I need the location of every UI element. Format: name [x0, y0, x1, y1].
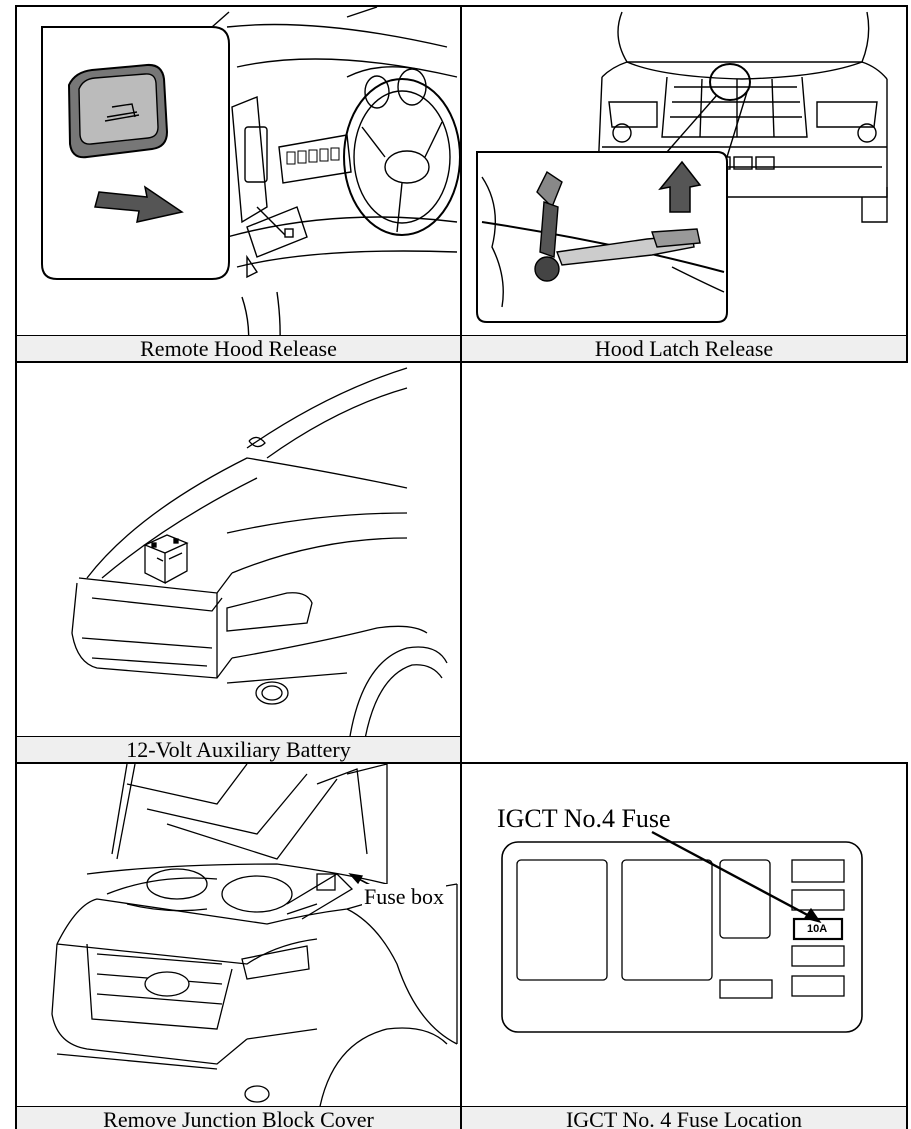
fuse-box-label: Fuse box — [362, 884, 446, 910]
cell-remote-hood-release: Remote Hood Release — [17, 7, 460, 361]
cell-auxiliary-battery: 12-Volt Auxiliary Battery — [17, 363, 460, 762]
junction-block-cover-illustration — [17, 764, 460, 1129]
cell-hood-latch-release: Hood Latch Release — [462, 7, 906, 361]
caption-junction-block-cover: Remove Junction Block Cover — [17, 1106, 460, 1129]
hood-latch-release-illustration — [462, 7, 906, 361]
cell-junction-block-cover: Fuse box Remove Junction Block Cover — [17, 764, 460, 1129]
fuse-rating-label: 10A — [807, 923, 827, 935]
cell-fuse-location: IGCT No.4 Fuse 10A IGCT No. 4 Fuse Locat… — [462, 764, 906, 1129]
remote-hood-release-illustration — [17, 7, 460, 361]
auxiliary-battery-illustration — [17, 363, 460, 762]
caption-auxiliary-battery: 12-Volt Auxiliary Battery — [17, 736, 460, 762]
fuse-block-diagram — [462, 764, 906, 1129]
figure-table: Remote Hood Release — [15, 5, 908, 1129]
table-border-right — [906, 5, 908, 363]
caption-hood-latch-release: Hood Latch Release — [462, 335, 906, 361]
caption-fuse-location: IGCT No. 4 Fuse Location — [462, 1106, 906, 1129]
table-border-right-lower — [906, 763, 908, 1129]
caption-remote-hood-release: Remote Hood Release — [17, 335, 460, 361]
